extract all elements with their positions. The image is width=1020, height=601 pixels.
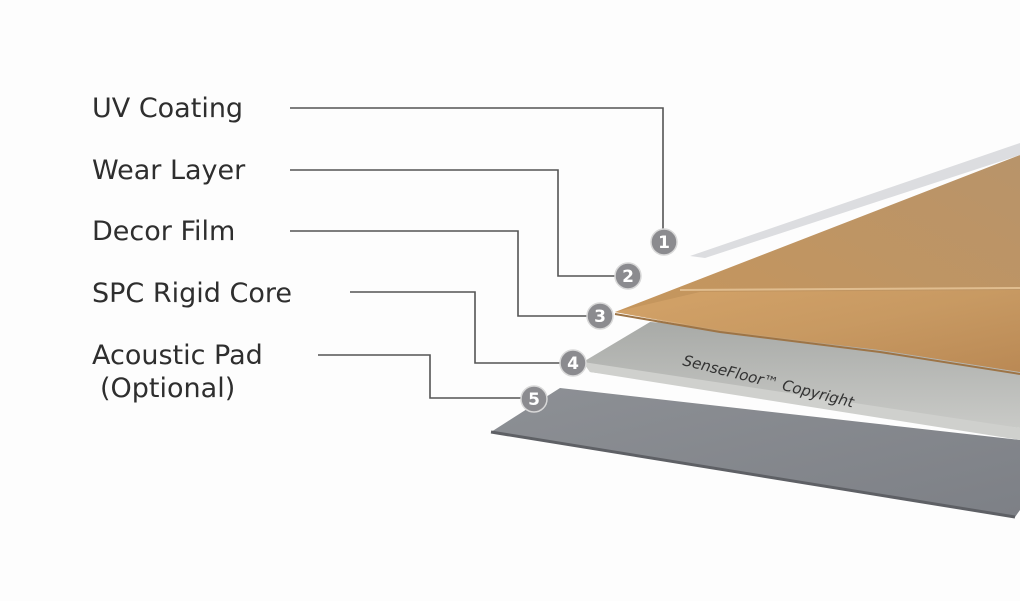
label-wear-layer: Wear Layer: [92, 155, 246, 186]
badge-3: 3: [586, 302, 614, 330]
acoustic-pad-layer: [490, 388, 1020, 519]
badge-number: 3: [594, 307, 606, 327]
label-acoustic-pad: Acoustic Pad: [92, 340, 263, 371]
badge-number: 1: [658, 233, 670, 253]
badge-2: 2: [614, 262, 642, 290]
label-uv-coating: UV Coating: [92, 93, 243, 124]
badge-4: 4: [559, 349, 587, 377]
leader-line-1: [290, 107, 664, 232]
badge-number: 2: [622, 267, 634, 287]
label-acoustic-pad-optional: (Optional): [100, 373, 235, 404]
leader-line-3: [290, 230, 588, 317]
badge-1: 1: [650, 228, 678, 256]
badge-5: 5: [520, 385, 548, 413]
leader-line-2: [290, 169, 616, 277]
badge-number: 4: [567, 354, 579, 374]
label-spc-rigid-core: SPC Rigid Core: [92, 278, 292, 309]
badge-number: 5: [528, 390, 540, 410]
label-decor-film: Decor Film: [92, 216, 235, 247]
uv-coating-layer: [690, 143, 1020, 258]
leader-line-5: [318, 354, 521, 399]
leader-line-4: [350, 291, 561, 364]
wood-decor-layer: [614, 155, 1020, 375]
